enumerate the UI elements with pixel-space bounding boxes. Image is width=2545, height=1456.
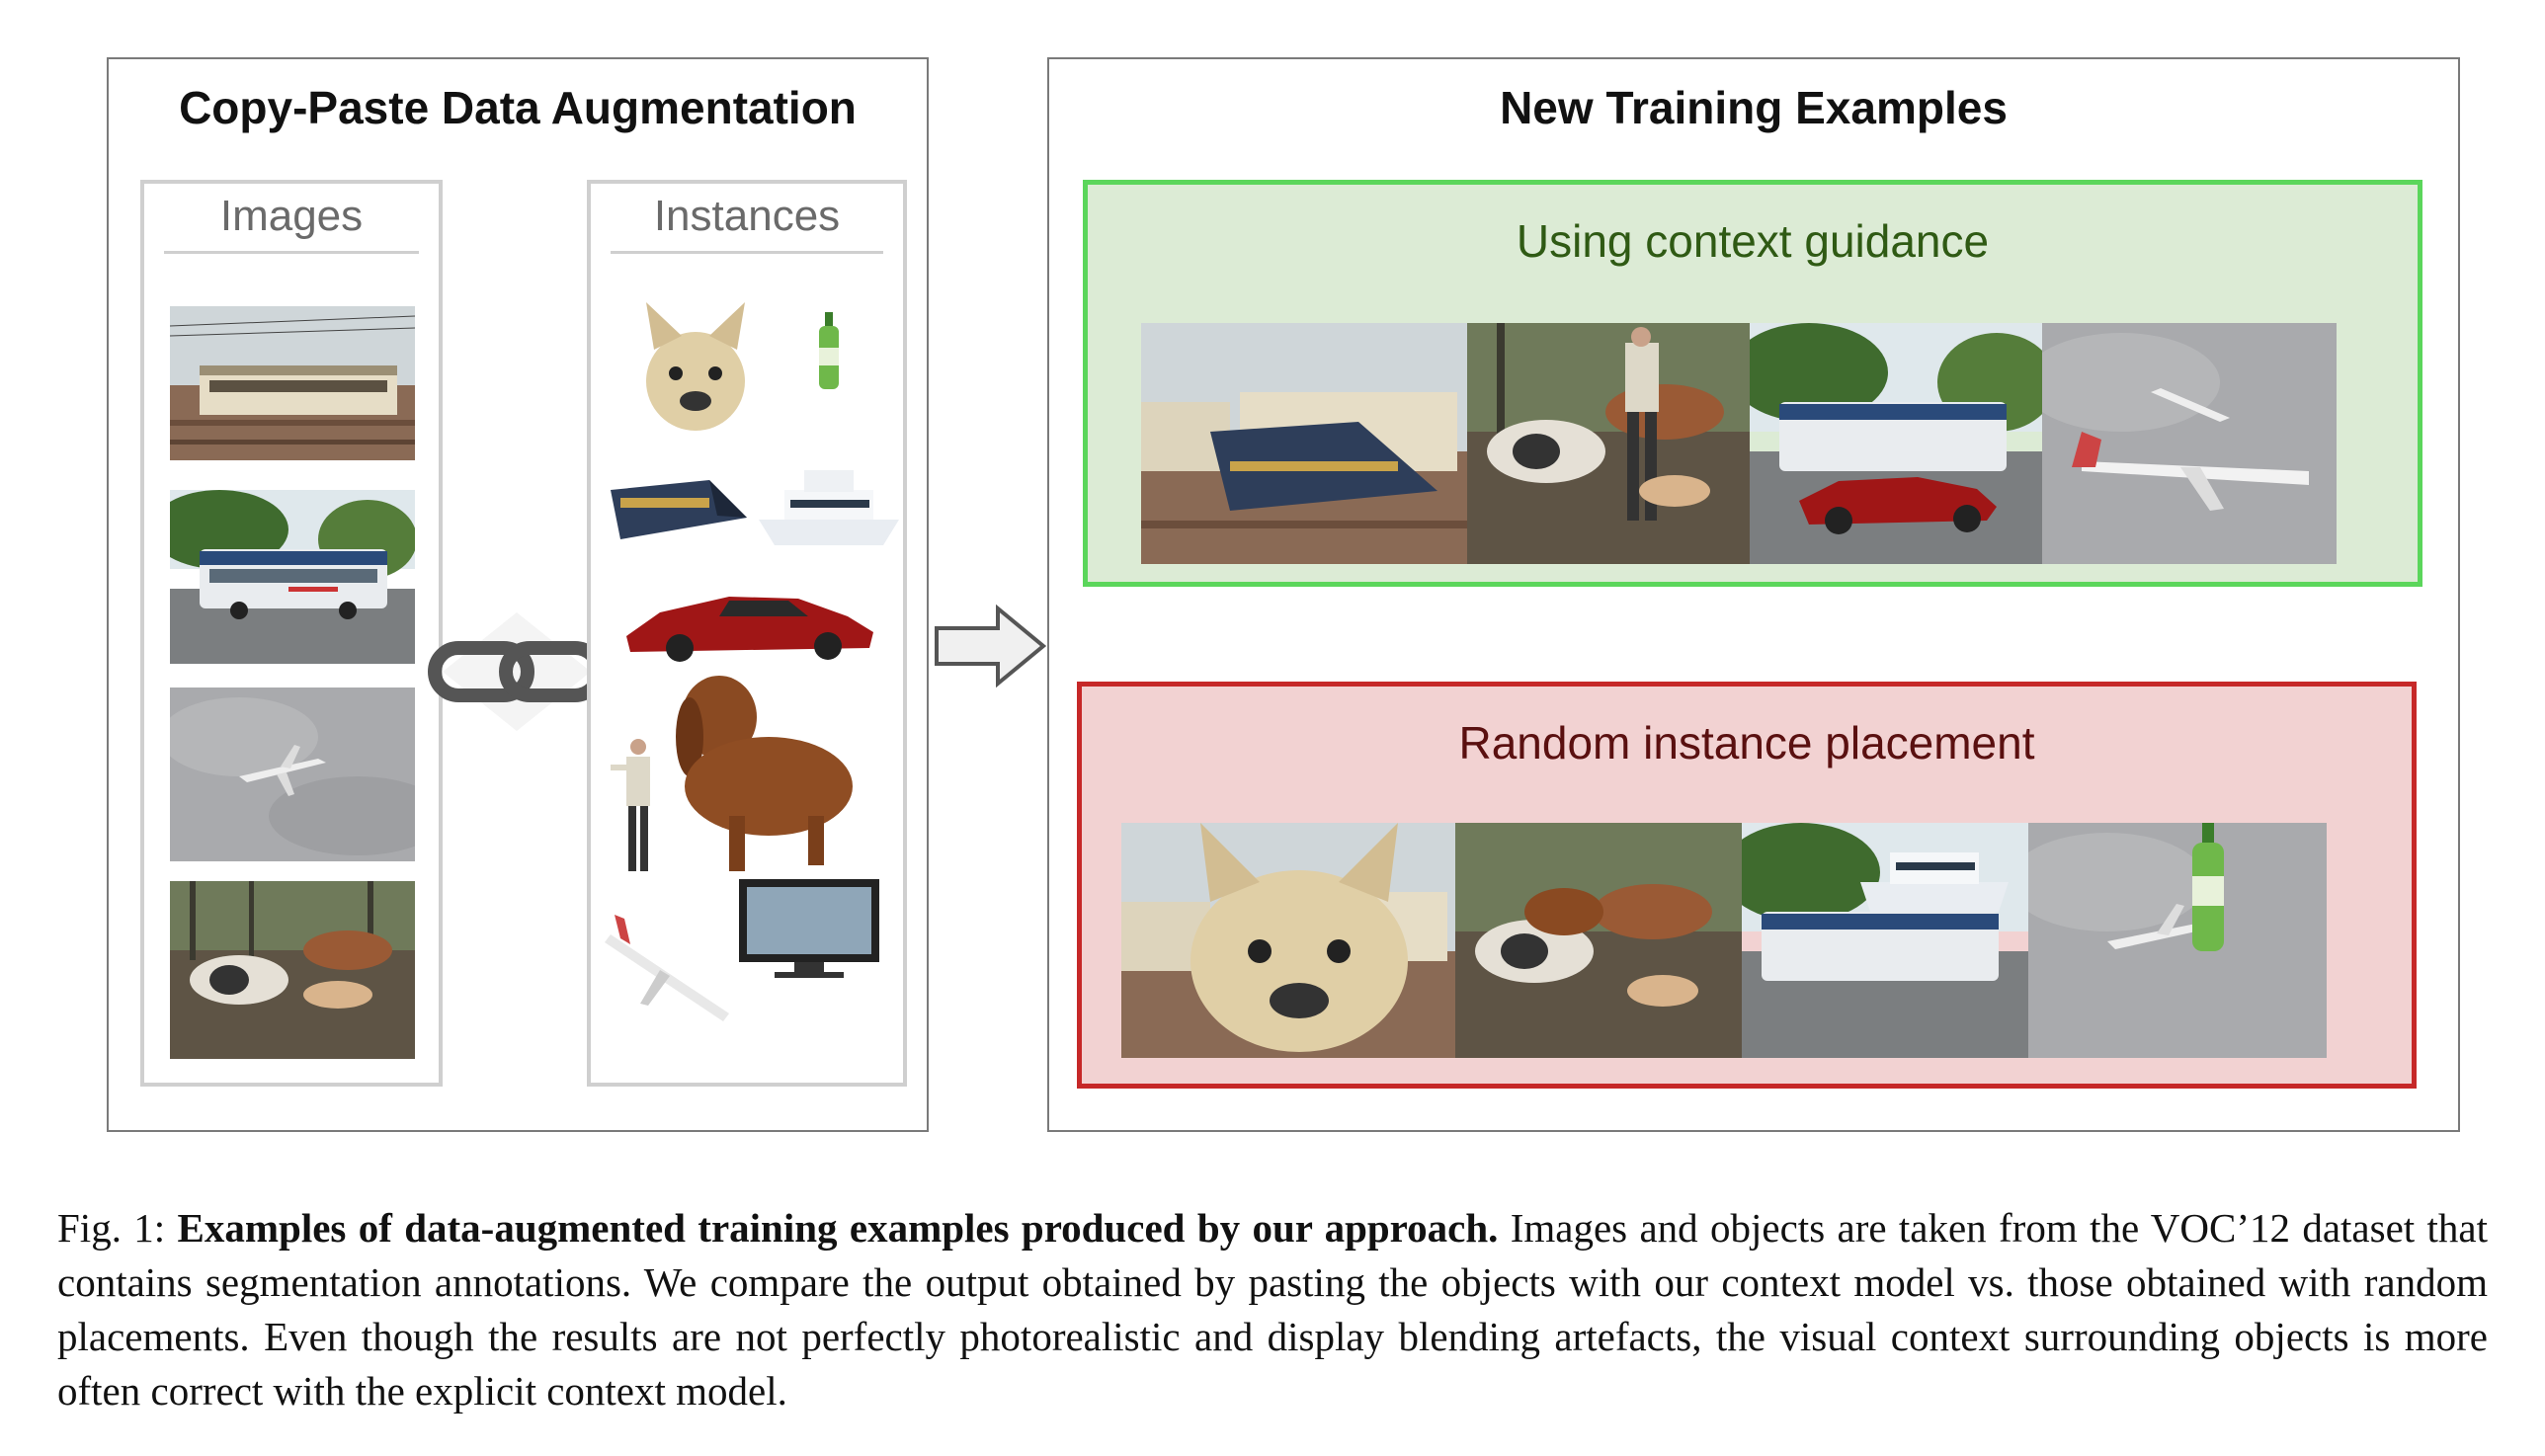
images-column-title: Images xyxy=(164,192,419,254)
random-plane-bottle-example xyxy=(2028,823,2327,1058)
train-instance xyxy=(601,470,749,549)
instances-column-title: Instances xyxy=(611,192,883,254)
context-guidance-box: Using context guidance xyxy=(1083,180,2422,587)
plane-image xyxy=(170,688,415,861)
random-bus-boat-example xyxy=(1742,823,2028,1058)
context-plane-example xyxy=(2042,323,2337,564)
caption-bold: Examples of data-augmented training exam… xyxy=(177,1205,1499,1251)
person-instance xyxy=(611,737,660,875)
random-placement-label: Random instance placement xyxy=(1458,717,2035,768)
copy-paste-title: Copy-Paste Data Augmentation xyxy=(179,82,857,133)
context-bus-example xyxy=(1750,323,2042,564)
caption-text: Images and objects are taken from the VO… xyxy=(57,1205,2488,1414)
instances-column: Instances xyxy=(587,180,907,1087)
horses-image xyxy=(170,881,415,1059)
new-training-examples-panel: New Training Examples Using context guid… xyxy=(1047,57,2460,1132)
caption-prefix: Fig. 1: xyxy=(57,1205,178,1251)
context-guidance-label: Using context guidance xyxy=(1516,215,1990,267)
tv-monitor-instance xyxy=(735,875,883,984)
random-horses-example xyxy=(1455,823,1742,1058)
plane-instance xyxy=(601,915,739,1033)
boat-instance xyxy=(755,450,903,549)
random-placement-box: Random instance placement xyxy=(1077,682,2417,1089)
bus-image xyxy=(170,490,415,664)
dog-head-instance xyxy=(636,302,755,441)
right-arrow-icon xyxy=(933,605,1047,688)
context-train-example xyxy=(1141,323,1467,564)
new-training-examples-title: New Training Examples xyxy=(1500,82,2008,133)
link-icon xyxy=(423,612,611,731)
copy-paste-panel: Copy-Paste Data Augmentation Images xyxy=(107,57,929,1132)
context-horses-example xyxy=(1467,323,1750,564)
images-column: Images xyxy=(140,180,443,1087)
car-instance xyxy=(620,577,877,666)
random-train-dog-example xyxy=(1121,823,1455,1058)
train-image xyxy=(170,306,415,460)
figure-caption: Fig. 1: Examples of data-augmented train… xyxy=(57,1201,2488,1418)
bottle-instance xyxy=(814,312,844,391)
dachshund-instance xyxy=(660,668,858,875)
